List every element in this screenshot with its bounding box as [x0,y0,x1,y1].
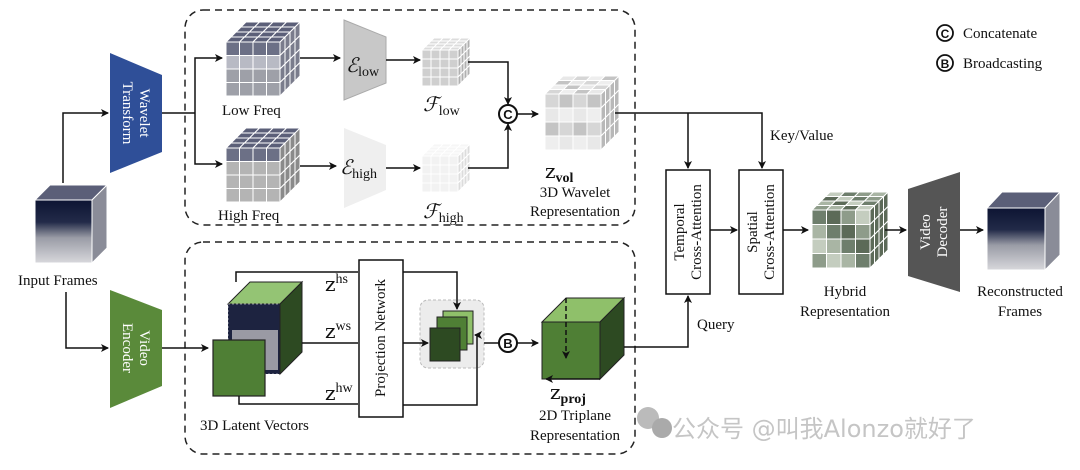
video-decoder-label-1: Video [918,214,934,250]
input-frames-label: Input Frames [18,273,98,289]
input-frames-cube [33,183,109,265]
spatial-ca-label-1: Spatial [745,211,761,253]
encoder-low-block [343,19,387,101]
temporal-cross-attention-block [665,169,711,295]
spatial-ca-label-2: Cross-Attention [762,184,778,280]
low-freq-cube [224,20,302,98]
watermark-text: 公众号 @叫我Alonzo就好了 [672,415,976,443]
video-decoder-block [908,172,960,292]
z-proj-cube [540,296,626,383]
hybrid-rep-label-1: Hybrid [824,284,867,300]
query-label: Query [697,317,735,333]
encoder-high-block [344,128,386,208]
svg-text:B: B [503,336,512,351]
wavelet-transform-label-2: Transform [119,82,135,145]
z-hw-label: zhw [325,381,354,405]
reconstructed-label-2: Frames [998,304,1042,320]
temporal-ca-label-1: Temporal [672,203,688,260]
reconstructed-frames-cube [985,190,1062,272]
z-vol-cube [543,74,621,152]
triplane-rep-label-2: Representation [530,428,620,444]
projection-network-block [358,259,404,418]
encoder-low-label: ℰlow [346,53,380,80]
video-decoder-label-2: Decoder [935,207,951,258]
z-ws-label: zws [325,319,351,343]
latent-vectors-cube [212,280,304,397]
legend-concat-label: Concatenate [963,26,1037,42]
watermark: 公众号 @叫我Alonzo就好了 [637,407,976,443]
legend-broadcast-label: Broadcasting [963,56,1043,72]
temporal-ca-label-2: Cross-Attention [689,184,705,280]
high-freq-cube [224,126,302,204]
svg-text:C: C [503,107,513,122]
z-hs-label: zhs [325,272,348,296]
feature-high-cube [420,142,472,194]
hybrid-rep-label-2: Representation [800,304,890,320]
low-freq-label: Low Freq [222,103,281,119]
feature-high-label: ℱhigh [423,199,464,226]
video-encoder-label-2: Encoder [119,323,135,373]
spatial-cross-attention-block [738,169,784,295]
legend-concat-symbol: C [941,27,950,41]
wavelet-rep-label-2: Representation [530,204,620,220]
wavelet-transform-block [110,53,162,173]
triplane-rep-label-1: 2D Triplane [539,408,611,424]
high-freq-label: High Freq [218,208,280,224]
z-vol-label: zvol [545,159,574,186]
projection-network-label: Projection Network [373,279,389,397]
broadcasting-node: B [498,333,518,353]
wavelet-rep-label-1: 3D Wavelet [540,185,611,201]
latent-vectors-label: 3D Latent Vectors [200,418,309,434]
hybrid-representation-cube [810,190,890,270]
feature-low-label: ℱlow [423,92,461,119]
concatenate-node: C [498,104,518,124]
video-encoder-label-1: Video [136,330,152,366]
wavelet-transform-label-1: Wavelet [136,89,152,139]
legend-broadcast-symbol: B [941,57,950,71]
z-proj-label: zproj [550,380,586,407]
key-value-label: Key/Value [770,128,834,144]
feature-low-cube [420,36,472,88]
wavelet-branch-group [184,9,636,226]
encoder-high-label: ℰhigh [340,155,377,182]
video-encoder-block [110,290,162,408]
reconstructed-label-1: Reconstructed [977,284,1063,300]
legend: C Concatenate B Broadcasting [936,24,1043,72]
